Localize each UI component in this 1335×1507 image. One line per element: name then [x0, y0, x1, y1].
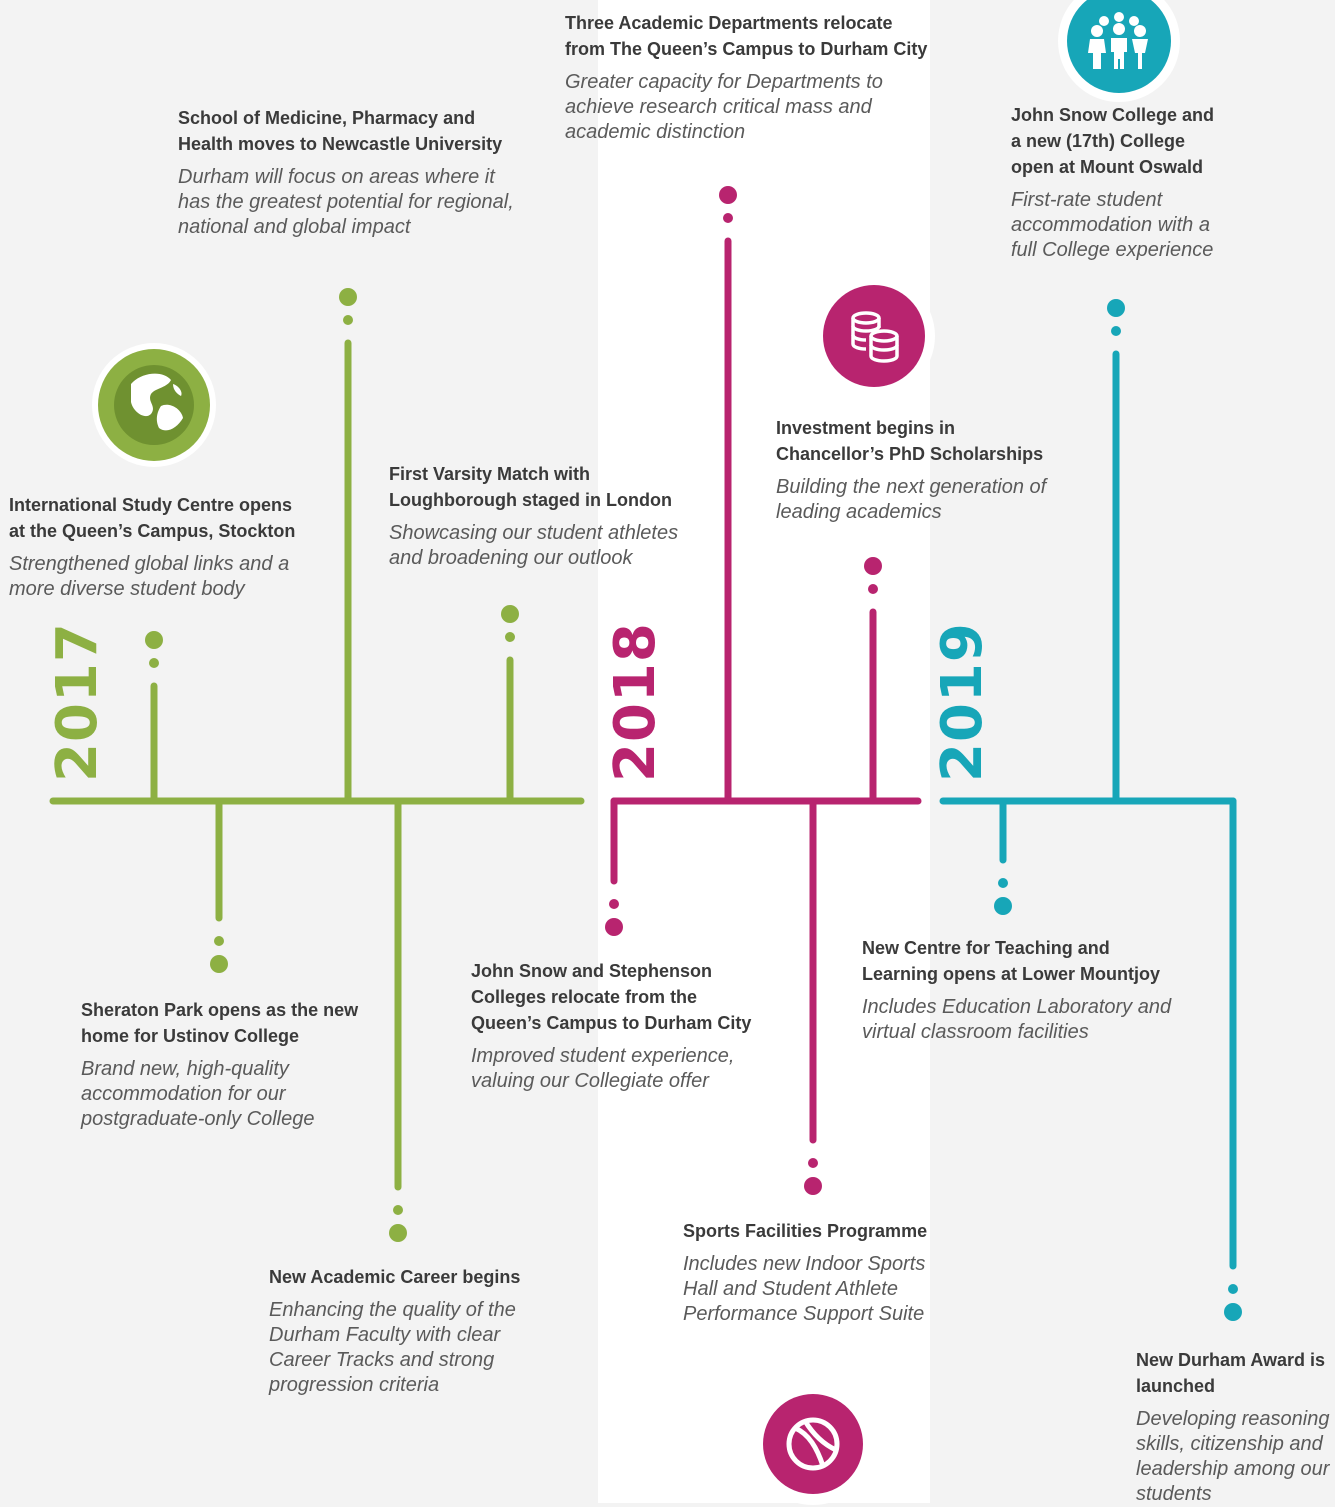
event-description: Strengthened global links and a more div…	[9, 553, 290, 600]
stem-dot-small	[343, 315, 353, 325]
people-icon	[1058, 0, 1180, 102]
event-three-departments-relocate: Three Academic Departments relocate from…	[565, 10, 930, 145]
stem-dot-large	[145, 631, 163, 649]
event-title: Investment begins in Chancellor’s PhD Sc…	[776, 418, 1044, 464]
stem-dot-small	[149, 658, 159, 668]
year-2019-label: 2019	[930, 622, 995, 782]
event-description: Greater capacity for Departments to achi…	[565, 71, 883, 143]
event-school-of-medicine: School of Medicine, Pharmacy and Health …	[178, 105, 518, 240]
stem-dot-small	[505, 632, 515, 642]
ball-icon	[752, 1383, 874, 1505]
event-chancellors-phd: Investment begins in Chancellor’s PhD Sc…	[776, 415, 1056, 525]
stem-dot-small	[609, 899, 619, 909]
event-description: Improved student experience, valuing our…	[471, 1045, 735, 1092]
stem-dot-large	[605, 918, 623, 936]
event-title: Sheraton Park opens as the new home for …	[81, 1000, 359, 1046]
stem-dot-small	[723, 213, 733, 223]
coins-icon	[813, 275, 935, 397]
event-title: New Durham Award is launched	[1136, 1350, 1326, 1396]
stem-dot-small	[393, 1205, 403, 1215]
event-title: New Centre for Teaching and Learning ope…	[862, 938, 1161, 984]
event-description: Durham will focus on areas where it has …	[178, 166, 514, 238]
event-title: Three Academic Departments relocate from…	[565, 13, 928, 59]
event-sports-facilities: Sports Facilities Programme Includes new…	[683, 1218, 943, 1327]
year-2018-label: 2018	[603, 622, 668, 782]
event-title: John Snow College and a new (17th) Colle…	[1011, 105, 1215, 177]
year-2017-label: 2017	[45, 622, 110, 782]
stem-dot-large	[210, 955, 228, 973]
event-sheraton-park: Sheraton Park opens as the new home for …	[81, 997, 361, 1132]
event-title: John Snow and Stephenson Colleges reloca…	[471, 961, 752, 1033]
stem-dot-large	[994, 897, 1012, 915]
stem-dot-large	[719, 186, 737, 204]
stem-dot-large	[1107, 299, 1125, 317]
stem-dot-large	[339, 288, 357, 306]
stem-dot-large	[1224, 1303, 1242, 1321]
event-title: Sports Facilities Programme	[683, 1221, 928, 1241]
stem-dot-small	[1228, 1284, 1238, 1294]
event-john-snow-stephenson: John Snow and Stephenson Colleges reloca…	[471, 958, 756, 1094]
event-description: Showcasing our student athletes and broa…	[389, 522, 679, 569]
stem-dot-small	[998, 878, 1008, 888]
stem-dot-large	[501, 605, 519, 623]
event-description: Building the next generation of leading …	[776, 476, 1047, 523]
event-john-snow-mount-oswald: John Snow College and a new (17th) Colle…	[1011, 102, 1226, 263]
stem-dot-large	[864, 557, 882, 575]
event-title: First Varsity Match with Loughborough st…	[389, 464, 672, 510]
event-international-study-centre: International Study Centre opens at the …	[9, 492, 309, 602]
event-first-varsity-match: First Varsity Match with Loughborough st…	[389, 461, 689, 571]
event-title: New Academic Career begins	[269, 1267, 521, 1287]
globe-icon	[92, 343, 216, 467]
event-description: First-rate student accommodation with a …	[1011, 189, 1214, 261]
event-description: Includes Education Laboratory and virtua…	[862, 996, 1172, 1043]
stem-dot-small	[808, 1158, 818, 1168]
event-description: Brand new, high-quality accommodation fo…	[81, 1058, 315, 1130]
event-description: Enhancing the quality of the Durham Facu…	[269, 1299, 516, 1396]
event-title: School of Medicine, Pharmacy and Health …	[178, 108, 503, 154]
stem-dot-large	[804, 1177, 822, 1195]
stem-dot-small	[1111, 326, 1121, 336]
event-description: Includes new Indoor Sports Hall and Stud…	[683, 1253, 926, 1325]
event-centre-teaching-learning: New Centre for Teaching and Learning ope…	[862, 935, 1182, 1045]
stem-dot-small	[868, 584, 878, 594]
stem-dot-large	[389, 1224, 407, 1242]
event-description: Developing reasoning skills, citizenship…	[1136, 1408, 1330, 1505]
event-title: International Study Centre opens at the …	[9, 495, 296, 541]
event-durham-award: New Durham Award is launched Developing …	[1136, 1347, 1335, 1507]
stem-dot-small	[214, 936, 224, 946]
event-new-academic-career: New Academic Career begins Enhancing the…	[269, 1264, 539, 1398]
